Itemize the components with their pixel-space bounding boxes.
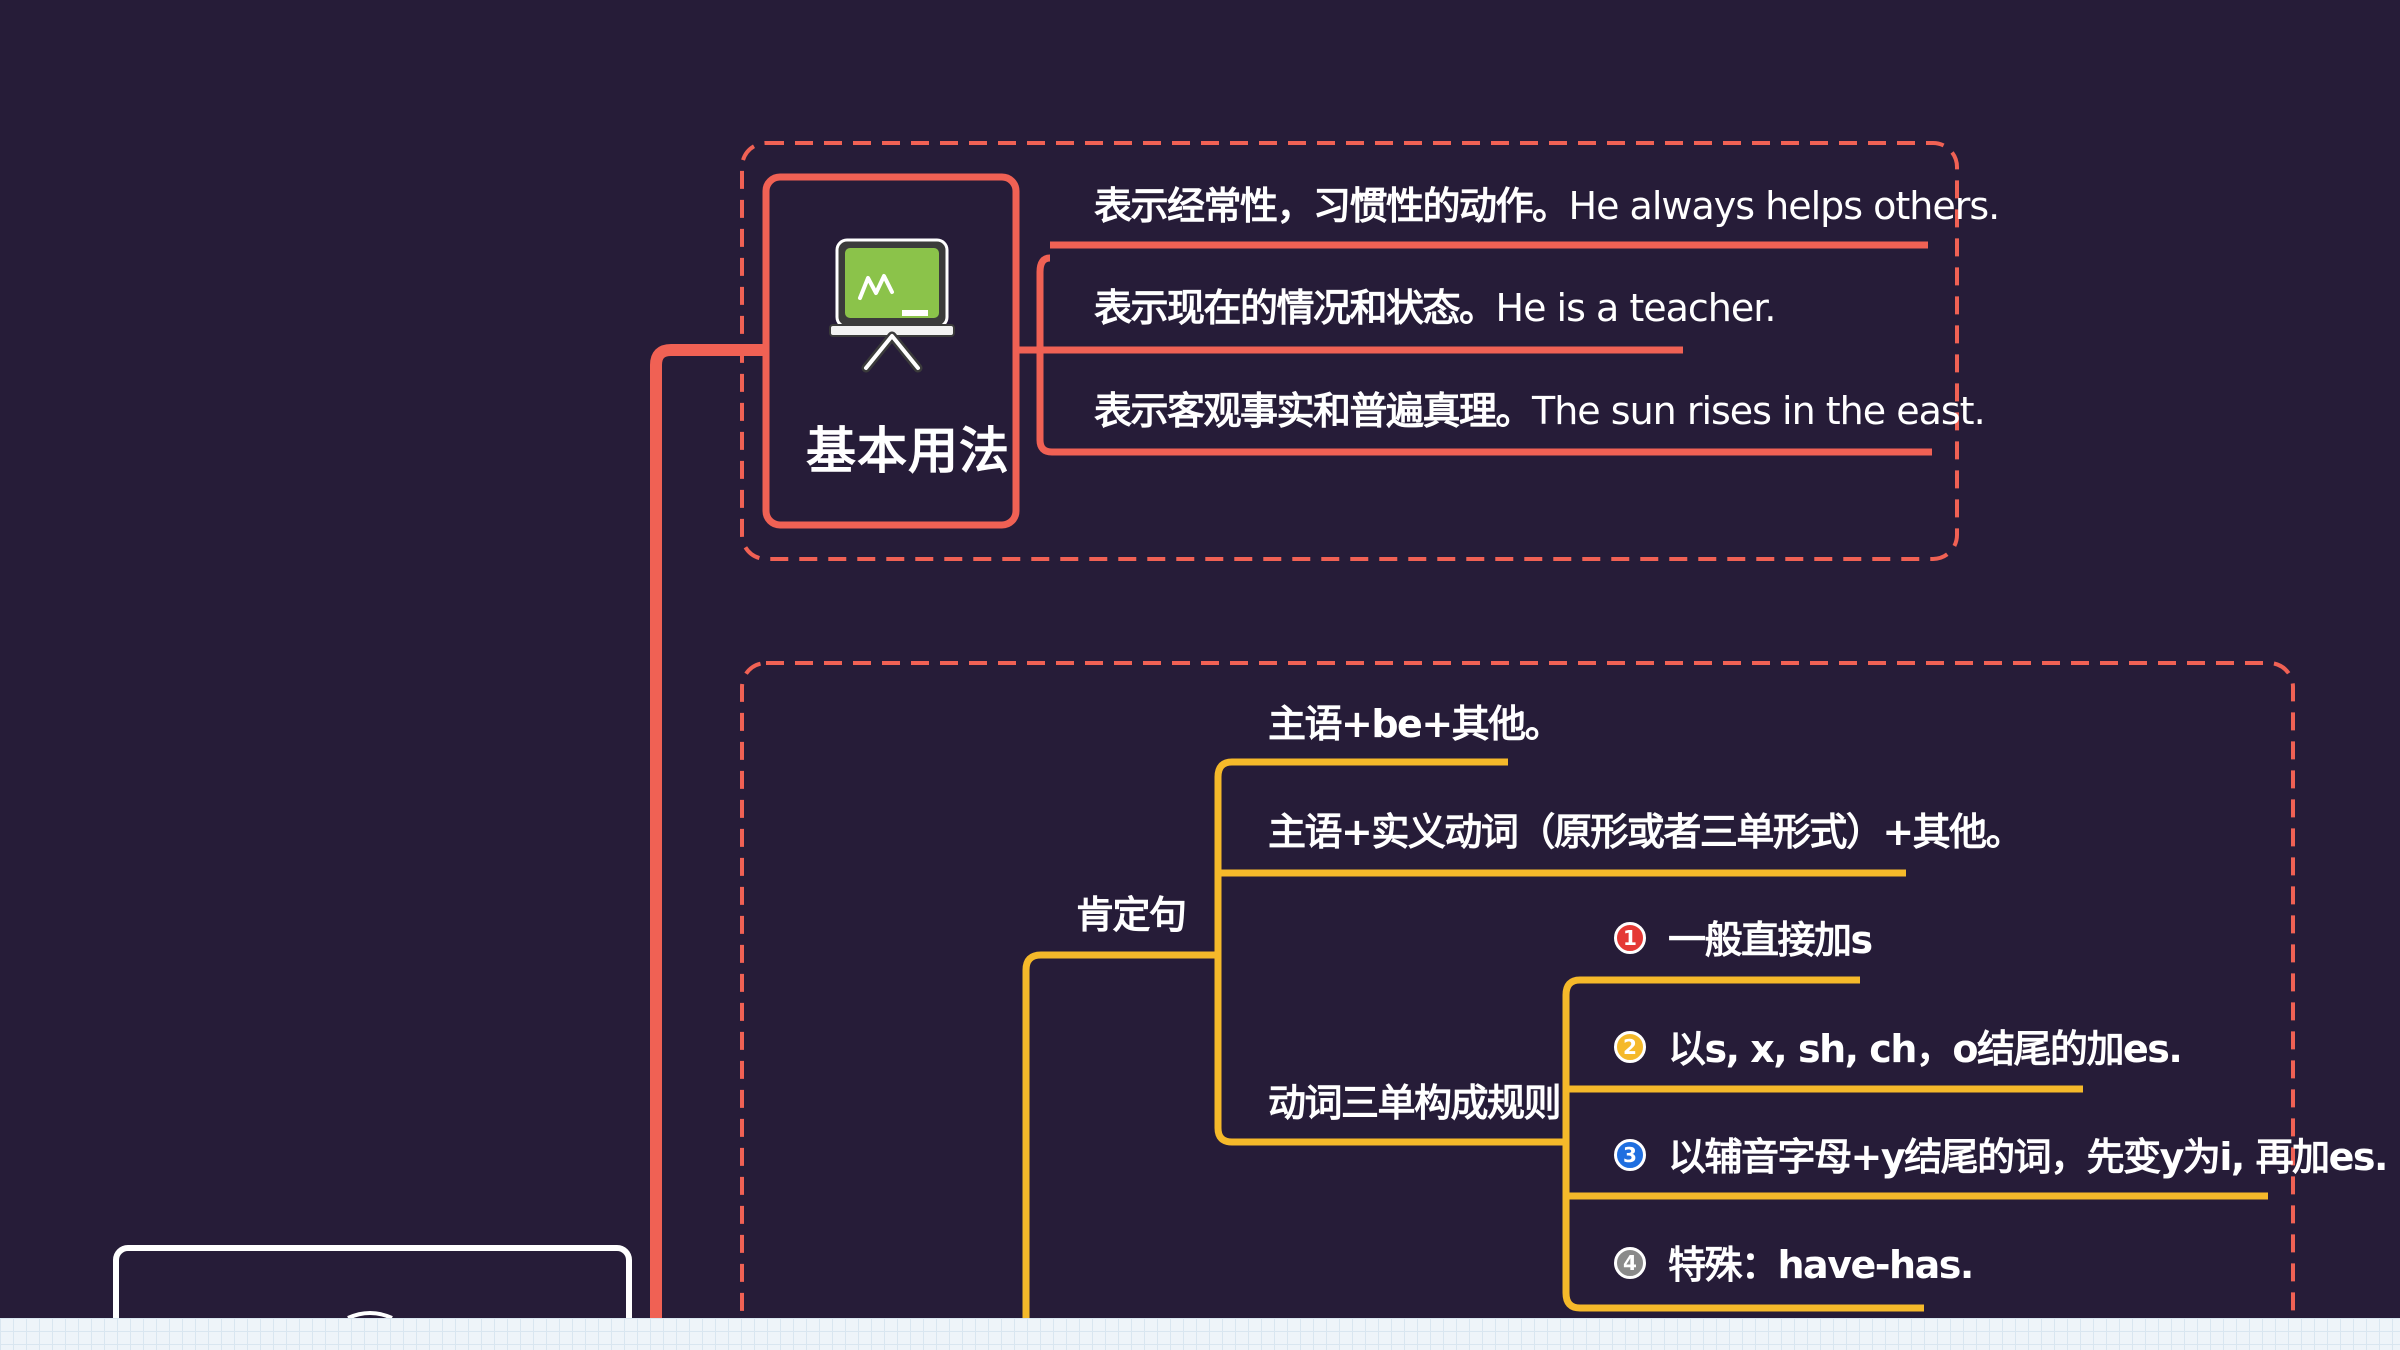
partial-node-icon-top	[347, 1311, 393, 1320]
basic-branch-vertical	[1036, 254, 1053, 456]
basic-item-3[interactable]: 表示客观事实和普遍真理。The sun rises in the east.	[1094, 389, 1986, 433]
chalkboard-easel-icon	[829, 238, 955, 373]
rule-badge-1: 1	[1614, 922, 1646, 954]
basic-item-3-en: The sun rises in the east.	[1532, 389, 1986, 433]
affirmative-label[interactable]: 肯定句	[1076, 893, 1187, 937]
basic-item-1[interactable]: 表示经常性，习惯性的动作。He always helps others.	[1094, 184, 2001, 228]
basic-item-2[interactable]: 表示现在的情况和状态。He is a teacher.	[1094, 286, 1777, 330]
basic-item-2-en: He is a teacher.	[1495, 286, 1777, 330]
rule-badge-4: 4	[1614, 1247, 1646, 1279]
rule-badge-2: 2	[1614, 1031, 1646, 1063]
group-frame-structure	[740, 661, 2295, 1350]
rule-text-1[interactable]: 一般直接加s	[1668, 918, 1873, 962]
rule-text-3[interactable]: 以辅音字母+y结尾的词，先变y为i, 再加es.	[1668, 1135, 2388, 1179]
group-frame-basic	[740, 141, 1959, 561]
rule-text-2[interactable]: 以s, x, sh, ch，o结尾的加es.	[1668, 1027, 2183, 1071]
root-branch-line	[650, 344, 772, 1324]
basic-item-1-zh: 表示经常性，习惯性的动作。	[1094, 184, 1570, 228]
canvas-grid-strip	[0, 1318, 2400, 1350]
affirmative-pattern-2[interactable]: 主语+实义动词（原形或者三单形式）+其他。	[1268, 810, 2024, 854]
affirmative-branch-line	[1022, 951, 1218, 1318]
rule-badge-3: 3	[1614, 1139, 1646, 1171]
rules-vertical	[1562, 976, 1581, 1312]
basic-item-1-en: He always helps others.	[1568, 184, 2001, 228]
basic-item-2-zh: 表示现在的情况和状态。	[1094, 286, 1497, 330]
affirmative-pattern-1[interactable]: 主语+be+其他。	[1268, 702, 1563, 746]
basic-item-3-zh: 表示客观事实和普遍真理。	[1094, 389, 1534, 433]
third-person-rule-label[interactable]: 动词三单构成规则	[1268, 1081, 1562, 1125]
rule-text-4[interactable]: 特殊：have-has.	[1668, 1243, 1974, 1287]
topic-label-basic[interactable]: 基本用法	[806, 422, 1010, 480]
affirmative-vertical	[1214, 758, 1233, 1146]
